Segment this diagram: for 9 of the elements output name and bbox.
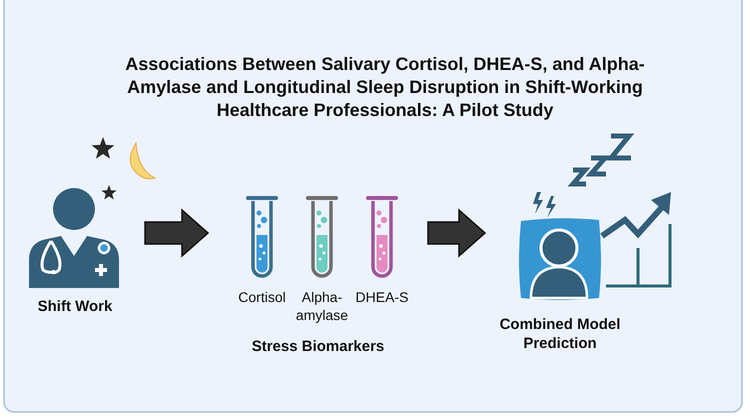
biomarker-label: DHEA-S (354, 288, 410, 306)
step-label: Stress Biomarkers (250, 337, 386, 356)
block-arrow (427, 208, 486, 258)
biomarker-label: Cortisol (237, 288, 287, 306)
block-arrow (144, 208, 210, 258)
step-label: Shift Work (36, 297, 114, 316)
title: Associations Between Salivary Cortisol, DHEA-S, and Alpha-Amylase and Longitudinal Sleep Disruption in Shift-Working Healthcare Professionals: A Pilot Study (125, 53, 645, 122)
step-label: Combined Model Prediction (498, 315, 622, 353)
biomarker-label: Alpha-amylase (294, 288, 350, 324)
